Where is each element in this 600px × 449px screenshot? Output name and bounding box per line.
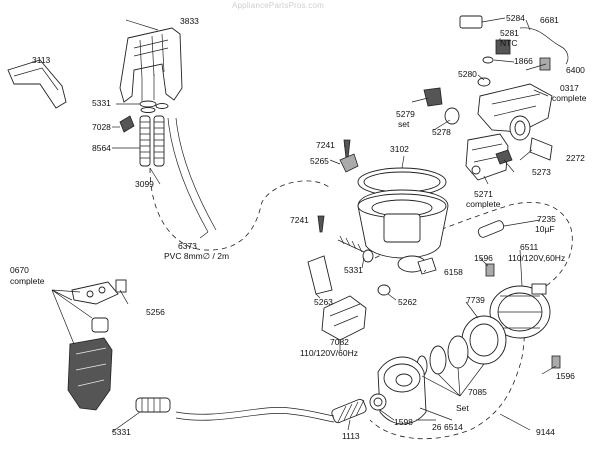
label-26: 26 <box>432 422 442 432</box>
label-5331-a: 5331 <box>92 98 111 108</box>
leader-lines <box>51 17 557 433</box>
label-5256: 5256 <box>146 307 165 317</box>
seal-7085-b <box>429 345 447 375</box>
label-ntc: NTC <box>500 38 518 48</box>
label-5331-b: 5331 <box>344 265 363 275</box>
label-6373: 6373 <box>178 241 197 251</box>
sensor-5284 <box>459 15 483 29</box>
label-5284: 5284 <box>506 13 525 23</box>
label-5331-c: 5331 <box>112 427 131 437</box>
label-7085-set: Set <box>456 403 469 413</box>
label-9144: 9144 <box>536 427 555 437</box>
wire-6681 <box>519 27 569 65</box>
ring-1866 <box>482 56 494 64</box>
seal-7085-a <box>447 335 469 369</box>
label-7028: 7028 <box>92 122 111 132</box>
label-5280: 5280 <box>458 69 477 79</box>
clip-1596-b <box>551 355 561 369</box>
label-0317: 0317 <box>560 83 579 93</box>
label-7241-b: 7241 <box>290 215 309 225</box>
ring-5331-a <box>139 100 157 108</box>
capacitor-7235 <box>477 220 505 238</box>
motor-6511 <box>489 283 551 339</box>
bracket-3833 <box>119 27 183 103</box>
label-6511-spec: 110/120V,60Hz <box>508 253 566 263</box>
corrugated-hose-5331 <box>135 397 171 413</box>
spring-5331 <box>337 235 365 253</box>
label-5271: 5271 <box>474 189 493 199</box>
label-5271-complete: complete <box>466 199 501 209</box>
label-7235: 7235 <box>537 214 556 224</box>
label-7235-cap: 10µF <box>535 224 555 234</box>
clip-5256 <box>115 279 127 293</box>
label-5278: 5278 <box>432 127 451 137</box>
label-1596-b: 1596 <box>556 371 575 381</box>
watermark: AppliancePartsPros.com <box>232 1 324 10</box>
label-8564: 8564 <box>92 143 111 153</box>
label-1113: 1113 <box>342 431 360 441</box>
label-6681: 6681 <box>540 15 559 25</box>
label-6511: 6511 <box>520 242 539 252</box>
label-5265: 5265 <box>310 156 329 166</box>
label-3102: 3102 <box>390 144 409 154</box>
label-5279: 5279 <box>396 109 415 119</box>
actuator-7082 <box>321 295 367 341</box>
ring-5262 <box>377 284 391 296</box>
label-2272: 2272 <box>566 153 585 163</box>
corrugated-hose-1113 <box>331 398 367 424</box>
valve-5279 <box>423 87 443 107</box>
label-6514: 6514 <box>444 422 463 432</box>
label-0670-complete: complete <box>10 276 45 286</box>
label-5263: 5263 <box>314 297 333 307</box>
label-1866: 1866 <box>514 56 533 66</box>
label-6158: 6158 <box>444 267 463 277</box>
label-0670: 0670 <box>10 265 29 275</box>
hose-route-dashed <box>149 167 331 251</box>
label-1598: 1598 <box>394 417 413 427</box>
cap-0670 <box>91 317 109 333</box>
drain-hose <box>175 407 335 417</box>
bracket-5263 <box>307 255 333 295</box>
label-3113: 3113 <box>32 55 51 65</box>
connector-2272 <box>529 137 553 161</box>
housing-0317 <box>477 83 553 133</box>
bracket-5265 <box>339 153 359 173</box>
corrugated-hose-8564 <box>139 115 165 167</box>
label-6400: 6400 <box>566 65 585 75</box>
label-3099: 3099 <box>135 179 154 189</box>
label-5281: 5281 <box>500 28 519 38</box>
label-7739: 7739 <box>466 295 485 305</box>
clip-7028 <box>119 115 135 133</box>
connector-6158 <box>417 257 437 275</box>
cover-3113 <box>7 59 67 109</box>
clip-5273 <box>495 149 513 165</box>
screw-7241-b <box>317 215 325 233</box>
screw-7241-a <box>343 139 351 159</box>
label-7082: 7082 <box>330 337 349 347</box>
label-1596-a: 1596 <box>474 253 493 263</box>
ntc-5281 <box>495 39 511 55</box>
pump-0670 <box>67 337 113 411</box>
label-5273: 5273 <box>532 167 551 177</box>
pvc-hose-6373 <box>167 117 209 233</box>
base-0670 <box>71 281 119 305</box>
clip-1596-a <box>485 263 495 277</box>
label-5279-set: set <box>398 119 410 129</box>
seal-5278 <box>444 107 460 125</box>
label-7241-a: 7241 <box>316 140 335 150</box>
label-3833: 3833 <box>180 16 199 26</box>
label-0317-complete: complete <box>552 93 587 103</box>
ring-5280 <box>477 77 491 87</box>
label-7082-spec: 110/120V/60Hz <box>300 348 358 358</box>
label-5262: 5262 <box>398 297 417 307</box>
label-7085: 7085 <box>468 387 487 397</box>
label-6373-spec: PVC 8mm∅ / 2m <box>164 251 230 261</box>
